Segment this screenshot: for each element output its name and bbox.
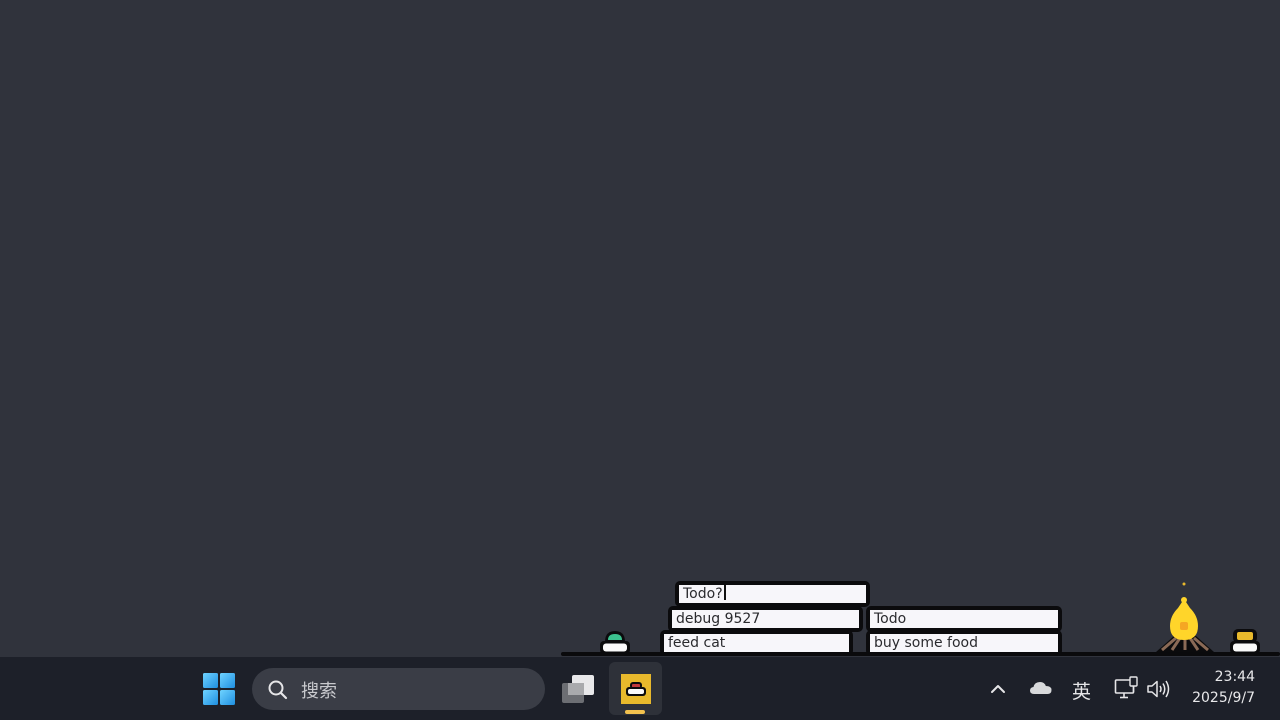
todo-item[interactable]: Todo (866, 606, 1062, 632)
ime-language-indicator[interactable]: 英 (1072, 681, 1092, 703)
clock-date: 2025/9/7 (1192, 690, 1255, 706)
todo-item-text: debug 9527 (672, 610, 859, 628)
todo-input-editing[interactable]: Todo? (675, 581, 870, 607)
desktop (0, 0, 1280, 657)
search-placeholder: 搜索 (301, 681, 337, 702)
campfire-icon[interactable] (1152, 580, 1218, 654)
onedrive-cloud-icon[interactable] (1029, 680, 1053, 696)
pet-app-icon (621, 674, 651, 704)
text-caret (723, 585, 726, 600)
search-icon (268, 680, 288, 700)
green-pet-icon[interactable] (598, 628, 632, 654)
todo-item-text: buy some food (870, 634, 1058, 652)
yellow-pet-icon[interactable] (1228, 628, 1262, 654)
taskbar-search-box[interactable]: 搜索 (252, 668, 545, 710)
chevron-up-icon[interactable] (989, 681, 1007, 695)
ground-line (561, 652, 1280, 656)
todo-item-text: Todo (870, 610, 1058, 628)
volume-icon[interactable] (1146, 678, 1172, 700)
network-icon[interactable] (1114, 676, 1140, 700)
todo-item[interactable]: buy some food (866, 630, 1062, 656)
running-app-indicator (625, 710, 645, 714)
pet-todo-app-taskbar-button[interactable] (609, 662, 662, 715)
clock-time: 23:44 (1214, 669, 1255, 685)
task-view-icon[interactable] (562, 673, 596, 705)
windows-start-icon[interactable] (203, 673, 235, 705)
todo-item-text: feed cat (664, 634, 849, 652)
todo-input-text[interactable]: Todo? (683, 586, 723, 602)
system-clock[interactable]: 23:44 2025/9/7 (1192, 667, 1255, 709)
todo-item[interactable]: debug 9527 (668, 606, 863, 632)
todo-item[interactable]: feed cat (660, 630, 853, 656)
